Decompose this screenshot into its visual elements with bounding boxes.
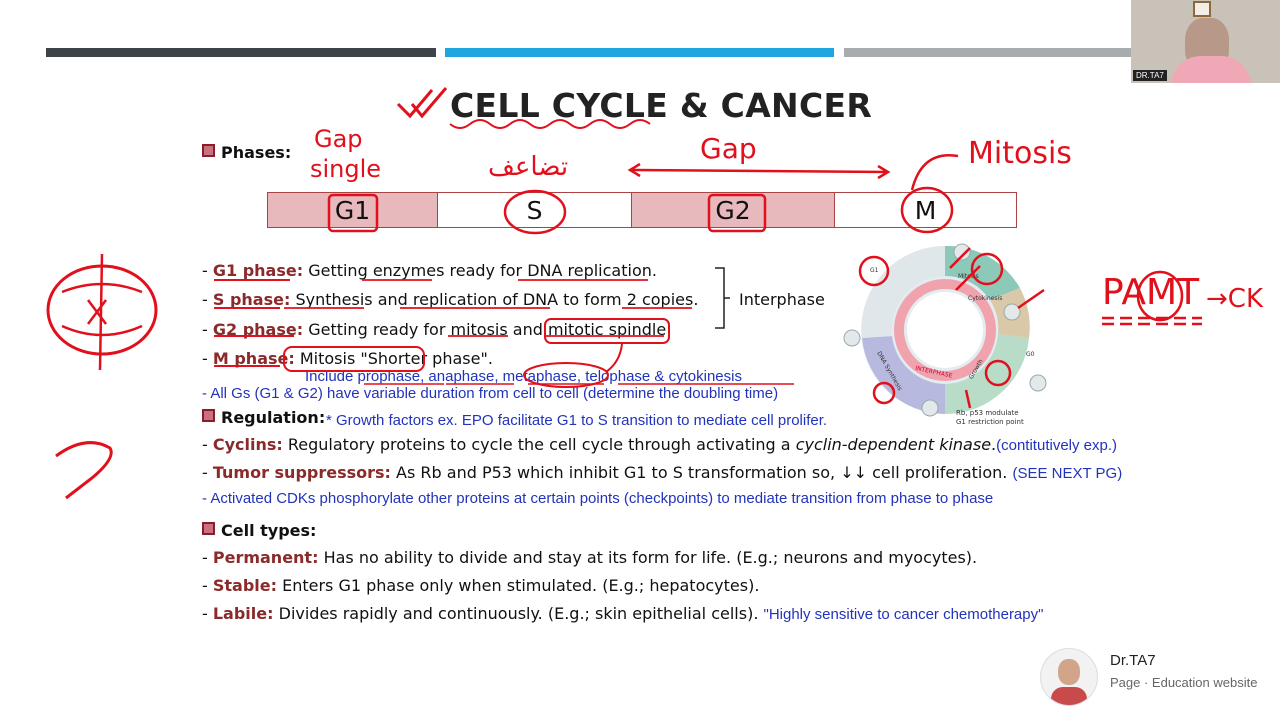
phase-box-g1-label: G1 (334, 195, 371, 225)
diagram-label-rb: Rb, p53 modulate (956, 409, 1019, 417)
ink-gap: Gap (700, 132, 757, 165)
phase-line-m: - M phase: Mitosis "Shorter phase". (202, 349, 493, 368)
ink-single-word: single (310, 155, 382, 183)
top-bar-dark (46, 48, 436, 57)
desc-s: Synthesis and replication of DNA to form… (290, 290, 699, 309)
labile-text: Divides rapidly and continuously. (E.g.;… (273, 604, 759, 623)
permanent-line: - Permanent: Has no ability to divide an… (202, 548, 978, 567)
page-badge[interactable]: Dr.TA7 Page · Education website (1040, 648, 1280, 712)
ink-pamt: PAMT (1102, 272, 1200, 313)
labile-line: - Labile: Divides rapidly and continuous… (202, 604, 1044, 623)
tumor-text: As Rb and P53 which inhibit G1 to S tran… (390, 463, 1008, 482)
growth-note: * Growth factors ex. EPO facilitate G1 t… (326, 412, 828, 429)
page-badge-name: Dr.TA7 (1110, 652, 1156, 669)
desc-g1: Getting enzymes ready for DNA replicatio… (303, 261, 657, 280)
phase-line-s: - S phase: Synthesis and replication of … (202, 290, 699, 309)
phase-line-g1: - G1 phase: Getting enzymes ready for DN… (202, 261, 657, 280)
cyclins-end: . (991, 435, 997, 454)
labile-term: Labile: (212, 604, 274, 623)
term-g1: G1 phase: (212, 261, 304, 280)
cdk-note: - Activated CDKs phosphorylate other pro… (202, 490, 994, 507)
term-s: S phase: (212, 290, 291, 309)
ink-mitosis: Mitosis (968, 136, 1072, 171)
diagram-label-cytokinesis: Cytokinesis (968, 295, 1002, 302)
avatar (1040, 648, 1098, 706)
labile-note: "Highly sensitive to cancer chemotherapy… (763, 606, 1044, 623)
webcam-label: DR.TA7 (1133, 70, 1167, 81)
permanent-text: Has no ability to divide and stay at its… (318, 548, 978, 567)
desc-m: Mitosis "Shorter phase". (294, 349, 493, 368)
celltypes-heading: Cell types: (202, 521, 316, 540)
regulation-heading-text: Regulation: (221, 408, 326, 427)
cyclins-term: Cyclins: (212, 435, 283, 454)
bullet-square-icon (202, 409, 215, 422)
phase-box-g1: G1 (267, 192, 438, 228)
phases-heading: Phases: (202, 143, 291, 162)
top-bar-blue (445, 48, 834, 57)
top-bar-gray (844, 48, 1134, 57)
ink-gap-single: Gap single (310, 124, 381, 184)
stable-text: Enters G1 phase only when stimulated. (E… (277, 576, 760, 595)
phase-box-s-label: S (526, 195, 543, 225)
bullet-square-icon (202, 144, 215, 157)
bullet-square-icon (202, 522, 215, 535)
diagram-label-restriction: G1 restriction point (956, 418, 1024, 426)
phase-box-g2-label: G2 (715, 195, 751, 225)
phases-heading-text: Phases: (221, 143, 292, 162)
permanent-term: Permanent: (212, 548, 319, 567)
regulation-heading: Regulation: (202, 408, 325, 427)
cyclins-text: Regulatory proteins to cycle the cell cy… (282, 435, 796, 454)
cyclins-line: - Cyclins: Regulatory proteins to cycle … (202, 435, 1118, 454)
term-g2: G2 phase: (212, 320, 304, 339)
stable-term: Stable: (212, 576, 278, 595)
webcam-shirt (1171, 56, 1251, 83)
stable-line: - Stable: Enters G1 phase only when stim… (202, 576, 760, 595)
webcam-overlay: DR.TA7 (1131, 0, 1280, 83)
term-m: M phase: (212, 349, 295, 368)
celltypes-heading-text: Cell types: (221, 521, 317, 540)
cyclins-note: (contitutively exp.) (996, 437, 1118, 454)
diagram-label-g1: G1 (870, 267, 879, 274)
slide-title: CELL CYCLE & CANCER (450, 86, 873, 125)
ink-ck: →CK (1206, 284, 1263, 314)
interphase-brace (715, 267, 730, 329)
webcam-frame (1193, 1, 1211, 17)
page-badge-subtitle: Page · Education website (1110, 675, 1258, 690)
ink-gap-word: Gap (314, 125, 363, 153)
tumor-term: Tumor suppressors: (212, 463, 391, 482)
tumor-note: (SEE NEXT PG) (1012, 465, 1123, 482)
desc-g2: Getting ready for mitosis and mitotic sp… (303, 320, 667, 339)
phase-box-m: M (834, 192, 1017, 228)
phase-box-g2: G2 (631, 192, 835, 228)
diagram-label-g0: G0 (1026, 351, 1035, 358)
checkmark-icon (396, 87, 448, 119)
interphase-label: Interphase (739, 290, 825, 309)
ink-arabic: تضاعف (488, 152, 569, 182)
cyclins-italic: cyclin-dependent kinase (795, 435, 992, 454)
phase-line-g2: - G2 phase: Getting ready for mitosis an… (202, 320, 667, 339)
tumor-line: - Tumor suppressors: As Rb and P53 which… (202, 463, 1123, 482)
gs-note: - All Gs (G1 & G2) have variable duratio… (202, 385, 779, 402)
phase-box-m-label: M (914, 195, 937, 225)
